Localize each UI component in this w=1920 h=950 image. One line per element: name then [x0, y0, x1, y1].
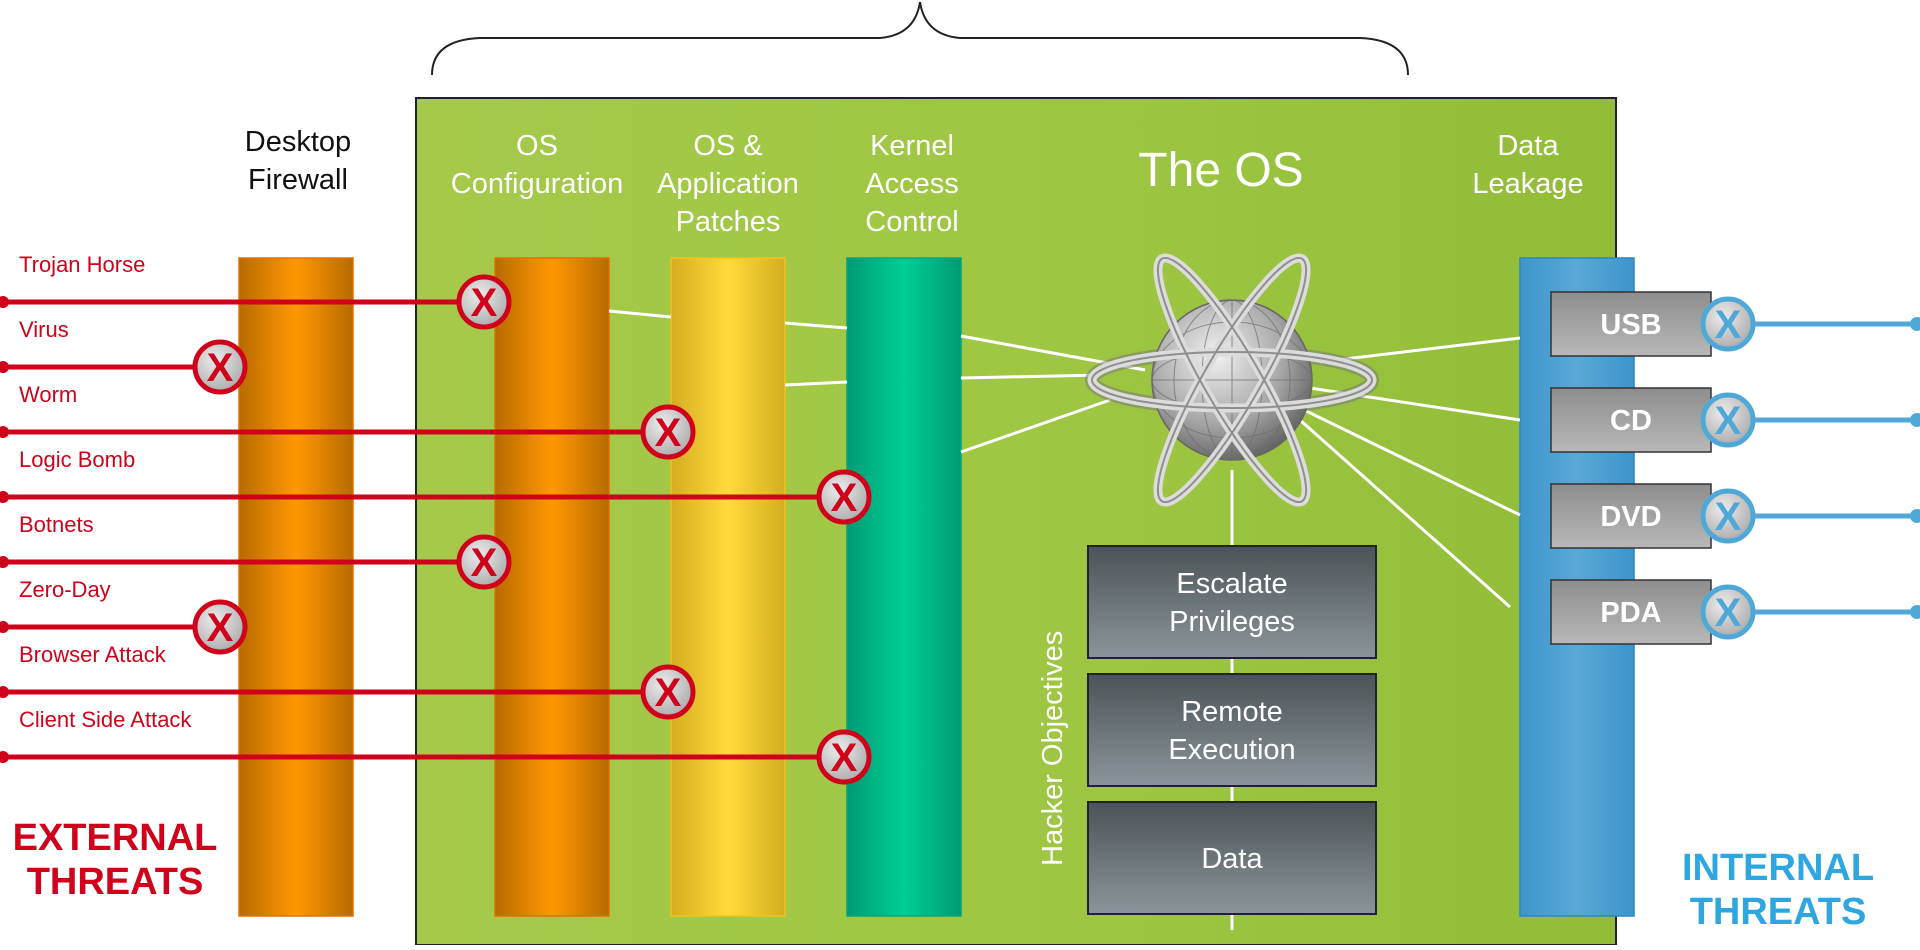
internal-threat-lines: USB X CD X DVD X PDA X — [1550, 291, 1920, 645]
threat-label: Worm — [19, 382, 77, 407]
threat-label: Logic Bomb — [19, 447, 135, 472]
x-mark: X — [207, 346, 234, 390]
x-circle-icon: X — [192, 339, 248, 395]
device-label: DVD — [1600, 501, 1661, 533]
x-mark: X — [831, 736, 858, 780]
internal-device-row: DVD X — [1550, 483, 1920, 549]
x-mark: X — [471, 281, 498, 325]
internal-device-row: PDA X — [1550, 579, 1920, 645]
x-circle-icon: X — [1700, 488, 1756, 544]
top-brace — [431, 1, 1409, 76]
patches-bar — [670, 257, 786, 917]
line-start-dot — [0, 621, 9, 633]
line-end-dot — [1910, 413, 1920, 427]
device-box — [1550, 579, 1712, 645]
x-mark: X — [207, 606, 234, 650]
line-start-dot — [0, 361, 9, 373]
x-circle-icon: X — [640, 404, 696, 460]
line-end-dot — [1910, 317, 1920, 331]
internal-device-row: USB X — [1550, 291, 1920, 357]
x-mark: X — [655, 411, 682, 455]
x-circle-icon: X — [1700, 584, 1756, 640]
x-mark: X — [831, 476, 858, 520]
line-start-dot — [0, 491, 9, 503]
x-circle-icon: X — [1700, 296, 1756, 352]
line-start-dot — [0, 751, 9, 763]
internal-device-row: CD X — [1550, 387, 1920, 453]
device-label: PDA — [1600, 597, 1661, 629]
device-box — [1550, 387, 1712, 453]
device-label: USB — [1600, 309, 1661, 341]
line-end-dot — [1910, 509, 1920, 523]
threat-label: Virus — [19, 317, 69, 342]
x-circle-icon: X — [456, 274, 512, 330]
x-circle-icon: X — [816, 469, 872, 525]
threat-label: Client Side Attack — [19, 707, 192, 732]
device-box — [1550, 483, 1712, 549]
line-start-dot — [0, 296, 9, 308]
x-mark: X — [471, 541, 498, 585]
os-config-bar — [494, 257, 610, 917]
x-circle-icon: X — [1700, 392, 1756, 448]
x-mark: X — [1715, 591, 1742, 635]
the-os-title: The OS — [1138, 144, 1303, 197]
line-start-dot — [0, 426, 9, 438]
x-circle-icon: X — [816, 729, 872, 785]
x-mark: X — [1715, 495, 1742, 539]
device-box — [1550, 291, 1712, 357]
hacker-objectives-label: Hacker Objectives — [1037, 631, 1069, 866]
atom-globe-icon — [1085, 253, 1379, 507]
x-mark: X — [1715, 303, 1742, 347]
x-circle-icon: X — [192, 599, 248, 655]
device-label: CD — [1610, 405, 1652, 437]
x-circle-icon: X — [456, 534, 512, 590]
threat-label: Zero-Day — [19, 577, 111, 602]
firewall-bar — [238, 257, 354, 917]
line-start-dot — [0, 556, 9, 568]
threat-label: Browser Attack — [19, 642, 167, 667]
x-mark: X — [1715, 399, 1742, 443]
kernel-bar — [846, 257, 962, 917]
line-start-dot — [0, 686, 9, 698]
objective-box: Data — [1087, 801, 1377, 915]
x-mark: X — [655, 671, 682, 715]
objective-label: Data — [1201, 843, 1263, 875]
line-end-dot — [1910, 605, 1920, 619]
threat-label: Trojan Horse — [19, 252, 145, 277]
x-circle-icon: X — [640, 664, 696, 720]
threat-label: Botnets — [19, 512, 94, 537]
